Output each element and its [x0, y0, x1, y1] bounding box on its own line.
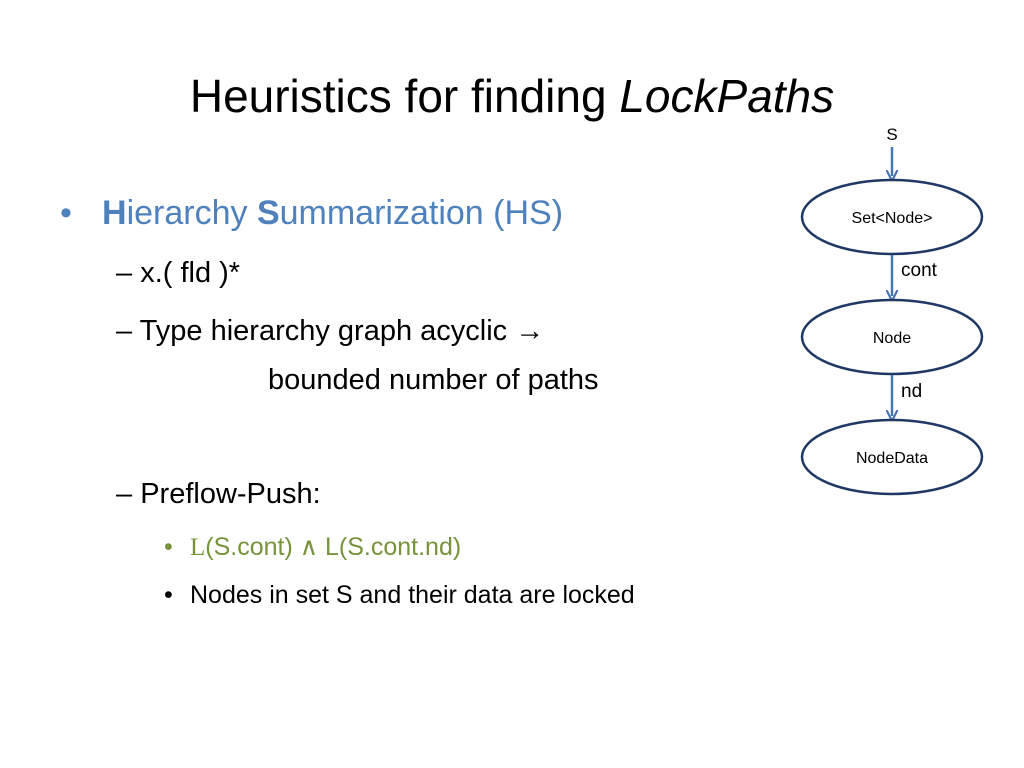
sub-bullet-fld-text: x.( fld )* — [132, 257, 241, 289]
lock-expression-text: (S.cont) ∧ L(S.cont.nd) — [205, 533, 462, 561]
node-set-label: Set<Node> — [852, 210, 933, 227]
sub-bullet-type-hierarchy: – Type hierarchy graph acyclic → — [116, 311, 544, 351]
node-nodedata-ellipse — [800, 418, 984, 496]
sub-bullet-preflow-push-text: Preflow-Push: — [132, 478, 321, 510]
right-arrow-icon: → — [515, 315, 545, 347]
entry-label: S — [886, 125, 897, 144]
dash-marker: – — [116, 478, 133, 510]
lock-symbol: L — [190, 534, 206, 561]
text-ummarization: ummarization (HS) — [279, 194, 564, 232]
slide-title: Heuristics for finding LockPaths — [0, 66, 1024, 126]
node-set-ellipse — [800, 178, 984, 256]
sub-bullet-type-hierarchy-text: Type hierarchy graph acyclic — [132, 315, 516, 347]
dash-marker: – — [116, 257, 133, 289]
sub-bullet-type-hierarchy-continuation: bounded number of paths — [268, 364, 599, 396]
title-plain: Heuristics for finding — [189, 70, 620, 122]
node-nodedata-label: NodeData — [856, 450, 928, 467]
bold-h: H — [102, 194, 127, 232]
nodes-locked-text: Nodes in set S and their data are locked — [190, 581, 635, 609]
bullet-marker: • — [60, 194, 72, 232]
node-node-label: Node — [873, 330, 911, 347]
sub-bullet-preflow-push: – Preflow-Push: — [116, 474, 321, 514]
bullet-hierarchy-summarization: • Hierarchy Summarization (HS) — [60, 190, 563, 236]
edge-nd-label: nd — [901, 381, 922, 402]
bold-s: S — [256, 194, 280, 232]
sub-bullet-fld: – x.( fld )* — [116, 253, 240, 293]
bullet-marker: • — [164, 533, 173, 561]
node-node-ellipse — [800, 298, 984, 376]
edge-cont-label: cont — [901, 260, 938, 281]
dash-marker: – — [116, 315, 133, 347]
sub-sub-bullet-lock-expression: • L(S.cont) ∧ L(S.cont.nd) — [164, 530, 461, 565]
title-italic: LockPaths — [619, 70, 835, 122]
text-ierarchy: ierarchy — [126, 194, 257, 232]
bullet-marker: • — [164, 581, 173, 609]
sub-sub-bullet-nodes-locked: • Nodes in set S and their data are locke… — [164, 578, 635, 612]
